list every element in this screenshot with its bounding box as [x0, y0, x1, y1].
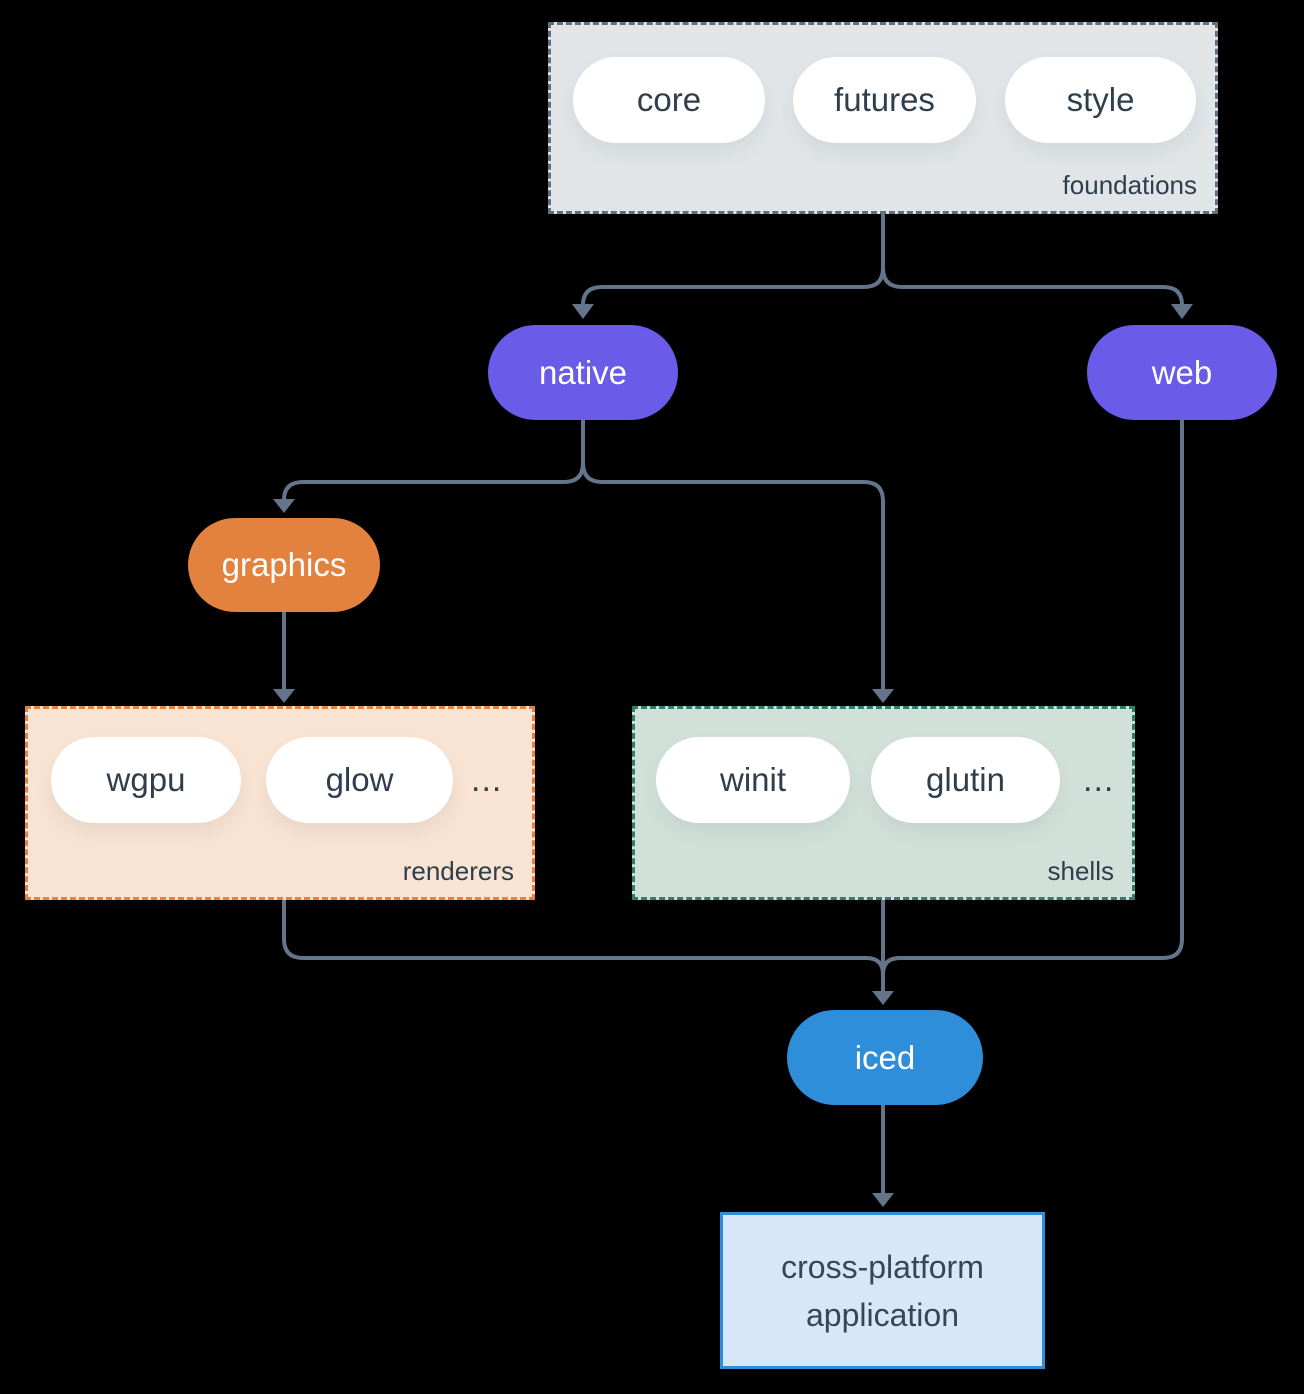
edge-native-shells — [581, 420, 885, 690]
pill-wgpu: wgpu — [51, 737, 241, 823]
pill-winit: winit — [656, 737, 850, 823]
ellipsis-renderers: ... — [471, 761, 503, 799]
pill-futures: futures — [793, 57, 976, 143]
node-cross-platform-application: cross-platform application — [720, 1212, 1045, 1369]
arrowhead-application — [872, 1193, 894, 1207]
edge-lines — [282, 214, 1184, 1194]
arrowhead-shells — [872, 689, 894, 703]
node-graphics: graphics — [188, 518, 380, 612]
edge-native-graphics — [282, 420, 585, 501]
edge-foundations-web — [881, 214, 1184, 306]
group-renderers: wgpu glow ... renderers — [25, 706, 535, 900]
node-native: native — [488, 325, 678, 420]
node-web: web — [1087, 325, 1277, 420]
group-label-shells: shells — [1047, 856, 1114, 886]
edge-foundations-native — [581, 214, 885, 306]
arrowhead-graphics — [273, 499, 295, 513]
application-label-line2: application — [806, 1296, 959, 1333]
arrowhead-renderers — [273, 689, 295, 703]
ellipsis-shells: ... — [1083, 761, 1115, 799]
arrowhead-native — [572, 304, 594, 319]
node-iced: iced — [787, 1010, 983, 1105]
pill-glutin: glutin — [871, 737, 1060, 823]
group-label-foundations: foundations — [1062, 170, 1197, 200]
group-label-renderers: renderers — [402, 856, 514, 886]
group-foundations: core futures style foundations — [548, 22, 1218, 214]
group-shells: winit glutin ... shells — [632, 706, 1135, 900]
arrowhead-iced — [872, 991, 894, 1005]
edge-renderers-merge — [282, 900, 885, 975]
pill-glow: glow — [266, 737, 453, 823]
pill-core: core — [573, 57, 765, 143]
arrowhead-web — [1171, 304, 1193, 319]
application-label-line1: cross-platform — [781, 1248, 984, 1285]
pill-style: style — [1005, 57, 1196, 143]
